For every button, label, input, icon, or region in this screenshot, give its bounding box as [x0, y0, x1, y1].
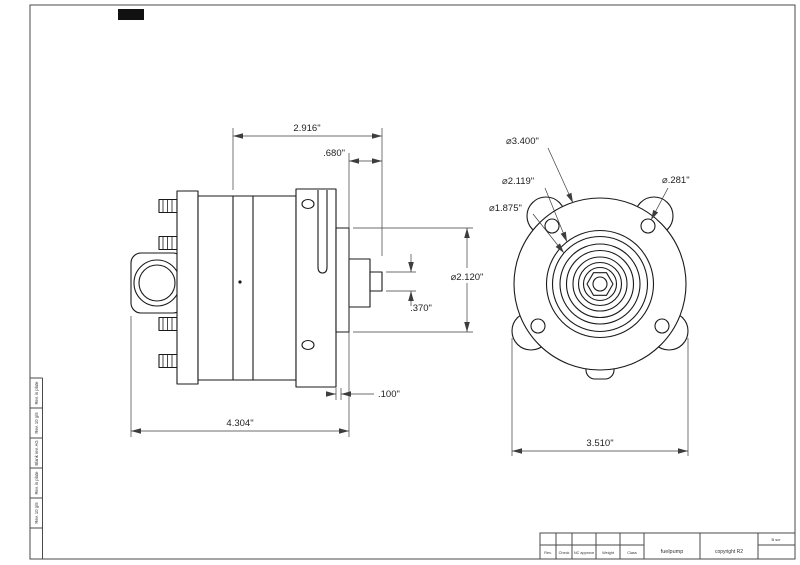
margin-note: Rev. in plate [34, 381, 39, 405]
pilot-boss [335, 227, 350, 333]
screw [158, 316, 178, 332]
dim-overall-length: 4.304" [130, 316, 349, 437]
pilot-circle [545, 229, 655, 339]
screw [158, 198, 178, 214]
dim-text-top-width: 2.916" [293, 123, 320, 134]
side-view [130, 188, 383, 388]
sheet-frame [29, 4, 796, 560]
title-field: Check [559, 551, 570, 555]
title-field: Rev. [544, 551, 552, 555]
seal-ring [572, 256, 628, 312]
bolt-hole [530, 318, 546, 334]
plate-hole-top [301, 198, 315, 210]
dim-text-body-diameter: ⌀3.400" [506, 136, 539, 147]
dim-pilot-diameter-front: ⌀2.119" [502, 176, 568, 243]
dim-text-hole-diameter: ⌀.281" [662, 175, 690, 186]
end-cap-flange [176, 190, 199, 385]
dim-hub-diameter: ⌀1.875" [489, 203, 565, 254]
dim-top-width: 2.916" [232, 123, 383, 256]
title-field: Class [627, 551, 637, 555]
front-view [511, 196, 689, 380]
margin-note: Rev. 10 g/5 [34, 412, 39, 434]
screw [158, 353, 178, 369]
title-sheet-code: B scr [771, 537, 781, 542]
dim-text-overall-width: 3.510" [586, 438, 613, 449]
dim-snout-length: .680" [323, 148, 382, 437]
screw [158, 235, 178, 251]
margin-note: Rev. in plate [34, 471, 39, 495]
dim-hole-diameter: ⌀.281" [650, 175, 690, 221]
front-view-dimensions: ⌀3.400" ⌀2.119" ⌀1.875" ⌀.281" 3.510" [489, 136, 690, 456]
nut-washer [582, 266, 618, 302]
mounting-plate [295, 188, 337, 388]
dim-overall-width: 3.510" [511, 338, 689, 456]
center-mark [238, 280, 242, 284]
dim-text-step: .100" [378, 389, 400, 400]
pump-body-outline [513, 197, 687, 371]
dim-text-overall-length: 4.304" [226, 418, 253, 429]
margin-notes: Rev. in plate Rev. 10 g/5 Blank rev. AG … [34, 381, 39, 524]
title-part-name: fuelpump [661, 549, 684, 555]
title-field: Weight [602, 551, 615, 555]
inlet-port-bore [138, 264, 176, 302]
plate-hole-bottom [301, 339, 315, 351]
mounting-slot [317, 190, 328, 274]
dim-body-diameter: ⌀3.400" [506, 136, 574, 204]
title-block: Rev. Check NC approve Weight Class fuelp… [539, 532, 796, 560]
title-block-border [539, 532, 796, 560]
dim-step: .100" [326, 388, 400, 400]
dim-pilot-diameter-side: ⌀2.120" [353, 227, 490, 333]
side-view-dimensions: 2.916" .680" ⌀2.120" .370" [130, 123, 490, 437]
bolt-hole [654, 318, 670, 334]
shaft-hex-nut [586, 272, 614, 296]
margin-note: Rev. 10 g/5 [34, 502, 39, 524]
title-doc-note: copyright R2 [715, 549, 743, 555]
dim-shaft-diameter: .370" [386, 254, 432, 314]
hub-inner [565, 249, 635, 319]
dim-text-pilot-diameter-side: ⌀2.120" [451, 272, 484, 283]
sheet-border [29, 4, 796, 560]
title-field: NC approve [574, 551, 594, 555]
sheet-corner-mark [118, 9, 144, 20]
shaft-end-circle [592, 276, 608, 292]
pump-body [197, 195, 297, 381]
dim-text-snout-length: .680" [323, 148, 345, 159]
shaft-step-2 [369, 271, 383, 292]
dim-text-shaft-diameter: .370" [410, 303, 432, 314]
margin-note: Blank rev. AG [34, 440, 39, 465]
dim-text-pilot-diameter-front: ⌀2.119" [502, 176, 534, 187]
knurled-screws [158, 198, 178, 369]
nut-boss [577, 261, 623, 307]
bolt-hole [544, 218, 560, 234]
dim-text-hub-diameter: ⌀1.875" [489, 203, 522, 214]
hub-outer [559, 243, 641, 325]
hub-register-circle [551, 235, 649, 333]
bolt-hole [640, 218, 656, 234]
shaft-step-1 [348, 258, 371, 308]
